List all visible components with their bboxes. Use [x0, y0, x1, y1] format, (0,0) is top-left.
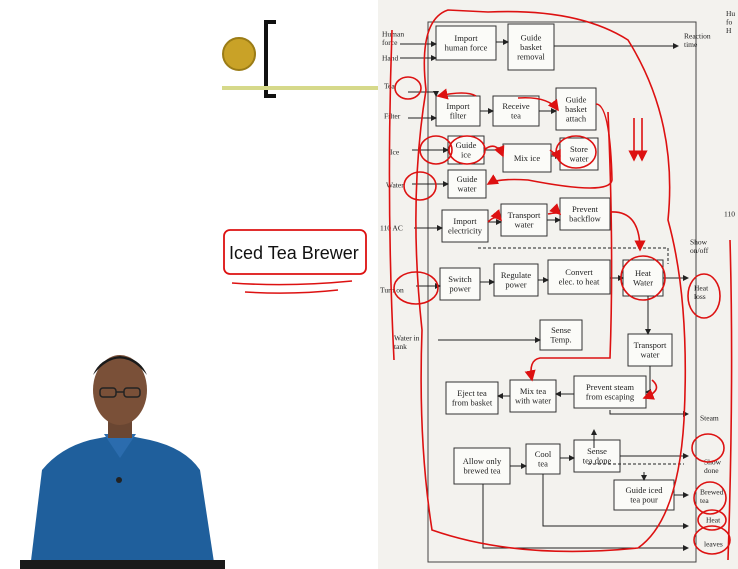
block-label-mix-ice: Mix ice — [514, 153, 540, 163]
output-steam: Steam — [700, 414, 719, 423]
output-heat: Heat — [706, 516, 721, 525]
output-n110: 110 — [724, 210, 735, 219]
input-power-110: 110 AC — [380, 224, 403, 233]
input-filter: Filter — [384, 112, 401, 121]
output-leaves: leaves — [704, 540, 723, 549]
red-annotation-6 — [548, 213, 560, 214]
title-annotation-underline — [232, 281, 352, 293]
title-annotation-box — [224, 230, 366, 274]
presenter-video — [20, 330, 225, 569]
input-ice: Ice — [390, 148, 400, 157]
